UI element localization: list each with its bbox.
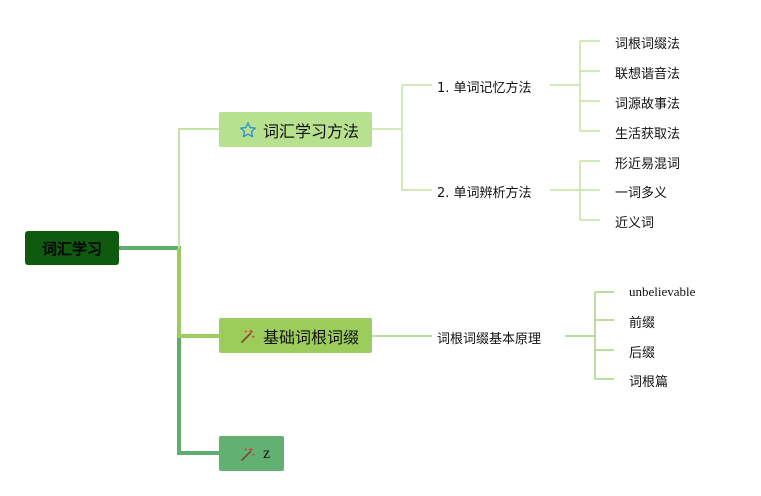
branch-z[interactable]: z xyxy=(219,436,284,471)
subtopic-memory-methods[interactable]: 1. 单词记忆方法 xyxy=(437,81,532,96)
branch-label: z xyxy=(263,444,271,462)
leaf-item[interactable]: 词根篇 xyxy=(629,375,669,390)
leaf-item[interactable]: unbelievable xyxy=(629,284,696,299)
root-label: 词汇学习 xyxy=(41,239,102,258)
leaf-item[interactable]: 生活获取法 xyxy=(615,127,681,142)
branch-root-affix[interactable]: 基础词根词缀 xyxy=(219,318,372,353)
leaf-item[interactable]: 形近易混词 xyxy=(615,157,681,172)
leaf-item[interactable]: 一词多义 xyxy=(615,186,668,201)
magic-wand-icon xyxy=(239,445,257,463)
star-icon xyxy=(239,121,257,139)
branch-vocab-methods[interactable]: 词汇学习方法 xyxy=(219,112,372,147)
magic-wand-icon xyxy=(239,327,257,345)
subtopic-discrimination-methods[interactable]: 2. 单词辨析方法 xyxy=(437,186,532,201)
subtopic-principles[interactable]: 词根词缀基本原理 xyxy=(437,332,542,347)
leaf-item[interactable]: 联想谐音法 xyxy=(615,67,681,82)
leaf-item[interactable]: 后缀 xyxy=(629,346,656,361)
branch-label: 词汇学习方法 xyxy=(263,121,360,141)
branch-label: 基础词根词缀 xyxy=(263,327,360,347)
leaf-item[interactable]: 词根词缀法 xyxy=(615,37,681,52)
leaf-item[interactable]: 词源故事法 xyxy=(615,97,681,112)
leaf-item[interactable]: 近义词 xyxy=(615,216,655,231)
root-node[interactable]: 词汇学习 xyxy=(25,231,119,265)
leaf-item[interactable]: 前缀 xyxy=(629,316,656,331)
